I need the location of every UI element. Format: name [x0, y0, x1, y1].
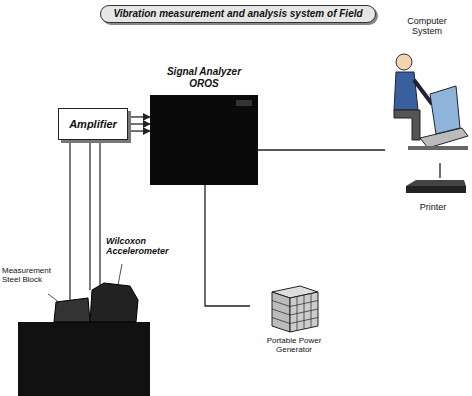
analyzer-body [150, 95, 258, 185]
connector [258, 149, 385, 150]
connector [128, 116, 150, 117]
node-label: Amplifier [69, 118, 117, 131]
signal-analyzer: Signal Analyzer OROS [150, 66, 258, 185]
node-label: Computer System [401, 16, 453, 37]
block-label: Measurement Steel Block [2, 266, 56, 284]
node-label: Signal Analyzer OROS [162, 66, 246, 89]
leader-lines [48, 264, 122, 303]
analyzer-display [236, 100, 252, 106]
computer-illustration [394, 54, 468, 150]
sensor-wires [70, 141, 100, 300]
sensor-label: Wilcoxon Accelerometer [106, 236, 180, 257]
accelerometer [90, 283, 138, 322]
printer-icon [406, 180, 466, 193]
connector [205, 185, 250, 306]
title-text: Vibration measurement and analysis syste… [113, 8, 362, 19]
ground-block [18, 322, 150, 396]
node-label: Portable Power Generator [260, 336, 328, 354]
node-label: Printer [420, 202, 447, 212]
connector [128, 130, 150, 131]
computer-system: Computer System [385, 16, 469, 163]
connector [128, 123, 150, 124]
connector [439, 163, 440, 178]
generator-icon [272, 286, 318, 332]
power-generator: Portable Power Generator [250, 282, 338, 354]
steel-block [54, 298, 90, 322]
amplifier-box: Amplifier [58, 108, 128, 140]
printer: Printer [398, 178, 468, 212]
title-box: Vibration measurement and analysis syste… [100, 5, 375, 23]
